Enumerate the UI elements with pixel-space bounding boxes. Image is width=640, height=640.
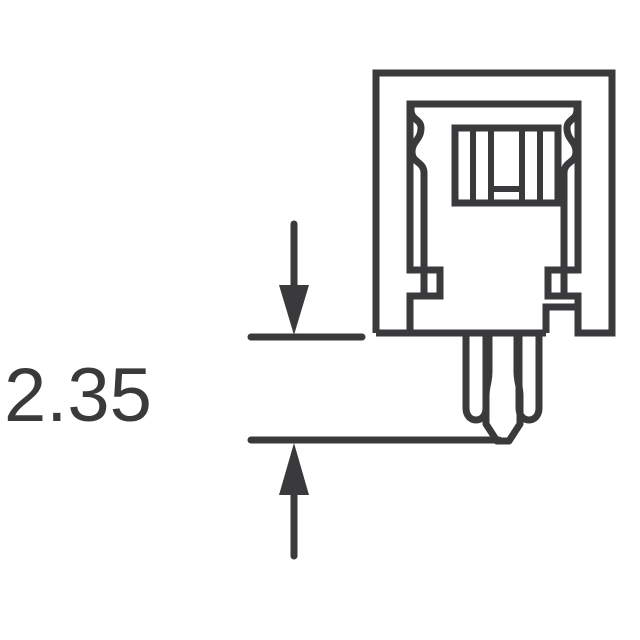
upper-arrow-head-icon [279,285,309,335]
dimension-value-label: 2.35 [4,353,152,438]
connector-outer-shell [372,69,616,337]
connector-inner-wall [406,100,582,333]
extension-line-group [247,333,503,444]
connector-body-group [372,69,616,337]
pin-center-tail [482,333,524,445]
dimension-arrow-group [279,220,309,560]
pin-group [461,329,546,445]
lower-arrow-head-icon [279,443,309,495]
latch-detail-left [407,104,428,185]
contact-window-group [451,124,562,207]
latch-detail-right [560,104,581,185]
contact-window-frame [451,124,562,207]
